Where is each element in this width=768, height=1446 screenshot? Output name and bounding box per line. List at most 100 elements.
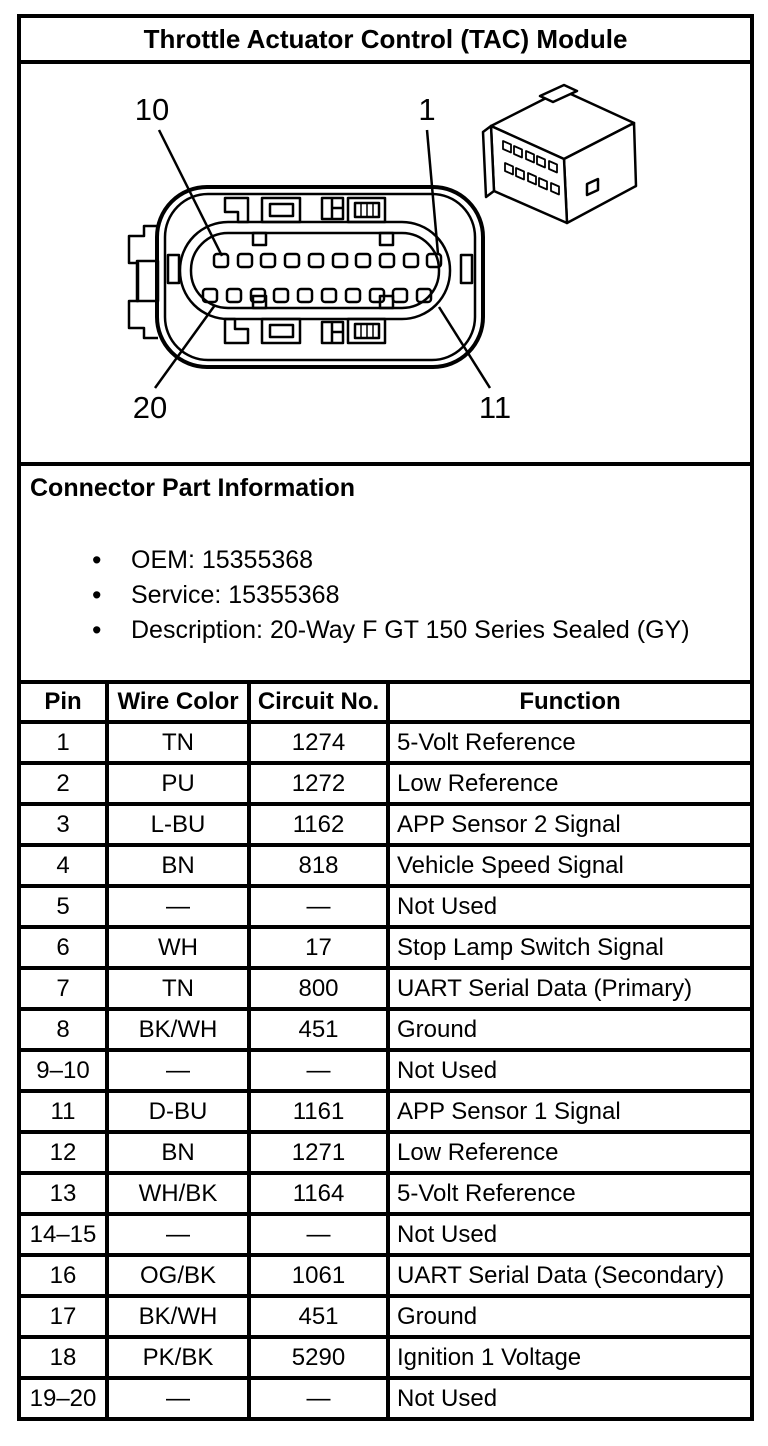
- connector-left-tab: [127, 224, 158, 340]
- table-cell: 451: [247, 1294, 390, 1339]
- list-item: Service: 15355368: [23, 578, 748, 613]
- table-cell: 12: [17, 1130, 109, 1175]
- table-cell: 14–15: [17, 1212, 109, 1257]
- table-cell: 9–10: [17, 1048, 109, 1093]
- table-cell: Vehicle Speed Signal: [385, 843, 755, 888]
- table-cell: 3: [17, 802, 109, 847]
- table-cell: 19–20: [17, 1376, 109, 1421]
- table-cell: 1164: [247, 1171, 390, 1216]
- table-cell: 7: [17, 966, 109, 1011]
- table-cell: BN: [105, 843, 251, 888]
- table-cell: 4: [17, 843, 109, 888]
- page-title: Throttle Actuator Control (TAC) Module: [16, 14, 755, 64]
- table-cell: 1161: [247, 1089, 390, 1134]
- table-row: 5——Not Used: [17, 884, 755, 929]
- table-row: 9–10——Not Used: [17, 1048, 755, 1093]
- table-cell: Not Used: [385, 1048, 755, 1093]
- connector-info-sheet: Throttle Actuator Control (TAC) Module: [16, 14, 755, 1421]
- connector-part-info: Connector Part Information OEM: 15355368…: [16, 462, 755, 684]
- connector-diagram: 10 1 20 11: [127, 83, 638, 425]
- connector-diagram-cell: 10 1 20 11: [16, 60, 755, 466]
- table-cell: 11: [17, 1089, 109, 1134]
- table-cell: 5-Volt Reference: [385, 720, 755, 765]
- connector-face-diagram: [127, 129, 492, 389]
- table-cell: 1: [17, 720, 109, 765]
- table-cell: D-BU: [105, 1089, 251, 1134]
- table-cell: 451: [247, 1007, 390, 1052]
- table-cell: —: [105, 884, 251, 929]
- table-cell: Ground: [385, 1007, 755, 1052]
- table-cell: 1272: [247, 761, 390, 806]
- table-cell: —: [105, 1376, 251, 1421]
- table-cell: —: [247, 1048, 390, 1093]
- table-cell: Not Used: [385, 1376, 755, 1421]
- isometric-terminal-holes: [502, 140, 560, 196]
- table-cell: WH: [105, 925, 251, 970]
- table-cell: Low Reference: [385, 1130, 755, 1175]
- table-cell: —: [105, 1048, 251, 1093]
- table-cell: L-BU: [105, 802, 251, 847]
- table-cell: UART Serial Data (Secondary): [385, 1253, 755, 1298]
- list-item: OEM: 15355368: [23, 543, 748, 578]
- table-cell: 18: [17, 1335, 109, 1380]
- title-row: Throttle Actuator Control (TAC) Module: [16, 14, 755, 64]
- table-cell: 8: [17, 1007, 109, 1052]
- table-cell: Low Reference: [385, 761, 755, 806]
- table-cell: BK/WH: [105, 1294, 251, 1339]
- table-cell: —: [105, 1212, 251, 1257]
- list-item: Description: 20-Way F GT 150 Series Seal…: [23, 613, 748, 648]
- table-cell: —: [247, 1212, 390, 1257]
- pin-11-callout: 11: [479, 390, 511, 425]
- part-info-heading: Connector Part Information: [30, 474, 356, 502]
- table-cell: 800: [247, 966, 390, 1011]
- table-cell: 1162: [247, 802, 390, 847]
- column-header-function: Function: [385, 680, 755, 724]
- pin-1-callout: 1: [418, 92, 435, 127]
- table-cell: BN: [105, 1130, 251, 1175]
- pin-10-callout: 10: [135, 92, 169, 127]
- table-cell: OG/BK: [105, 1253, 251, 1298]
- connector-isometric-view: [481, 83, 638, 225]
- table-cell: Ignition 1 Voltage: [385, 1335, 755, 1380]
- table-cell: Not Used: [385, 884, 755, 929]
- table-cell: 13: [17, 1171, 109, 1216]
- pin-row-bottom: [201, 287, 433, 304]
- column-header-circuit-no: Circuit No.: [247, 680, 390, 724]
- table-cell: BK/WH: [105, 1007, 251, 1052]
- table-cell: 17: [247, 925, 390, 970]
- table-cell: Not Used: [385, 1212, 755, 1257]
- table-cell: —: [247, 884, 390, 929]
- column-header-wire-color: Wire Color: [105, 680, 251, 724]
- table-cell: 5: [17, 884, 109, 929]
- pin-row-top: [212, 252, 443, 269]
- table-cell: 16: [17, 1253, 109, 1298]
- table-cell: 5290: [247, 1335, 390, 1380]
- leader-line-pin10: [157, 129, 224, 257]
- table-cell: 818: [247, 843, 390, 888]
- table-cell: 5-Volt Reference: [385, 1171, 755, 1216]
- table-cell: TN: [105, 966, 251, 1011]
- table-cell: 1061: [247, 1253, 390, 1298]
- column-header-pin: Pin: [17, 680, 109, 724]
- table-cell: Stop Lamp Switch Signal: [385, 925, 755, 970]
- table-cell: PK/BK: [105, 1335, 251, 1380]
- pin-table-header-row: Pin Wire Color Circuit No. Function: [17, 680, 755, 724]
- table-cell: APP Sensor 2 Signal: [385, 802, 755, 847]
- table-cell: 6: [17, 925, 109, 970]
- table-cell: 17: [17, 1294, 109, 1339]
- table-cell: 2: [17, 761, 109, 806]
- leader-line-pin20: [153, 304, 217, 389]
- table-cell: Ground: [385, 1294, 755, 1339]
